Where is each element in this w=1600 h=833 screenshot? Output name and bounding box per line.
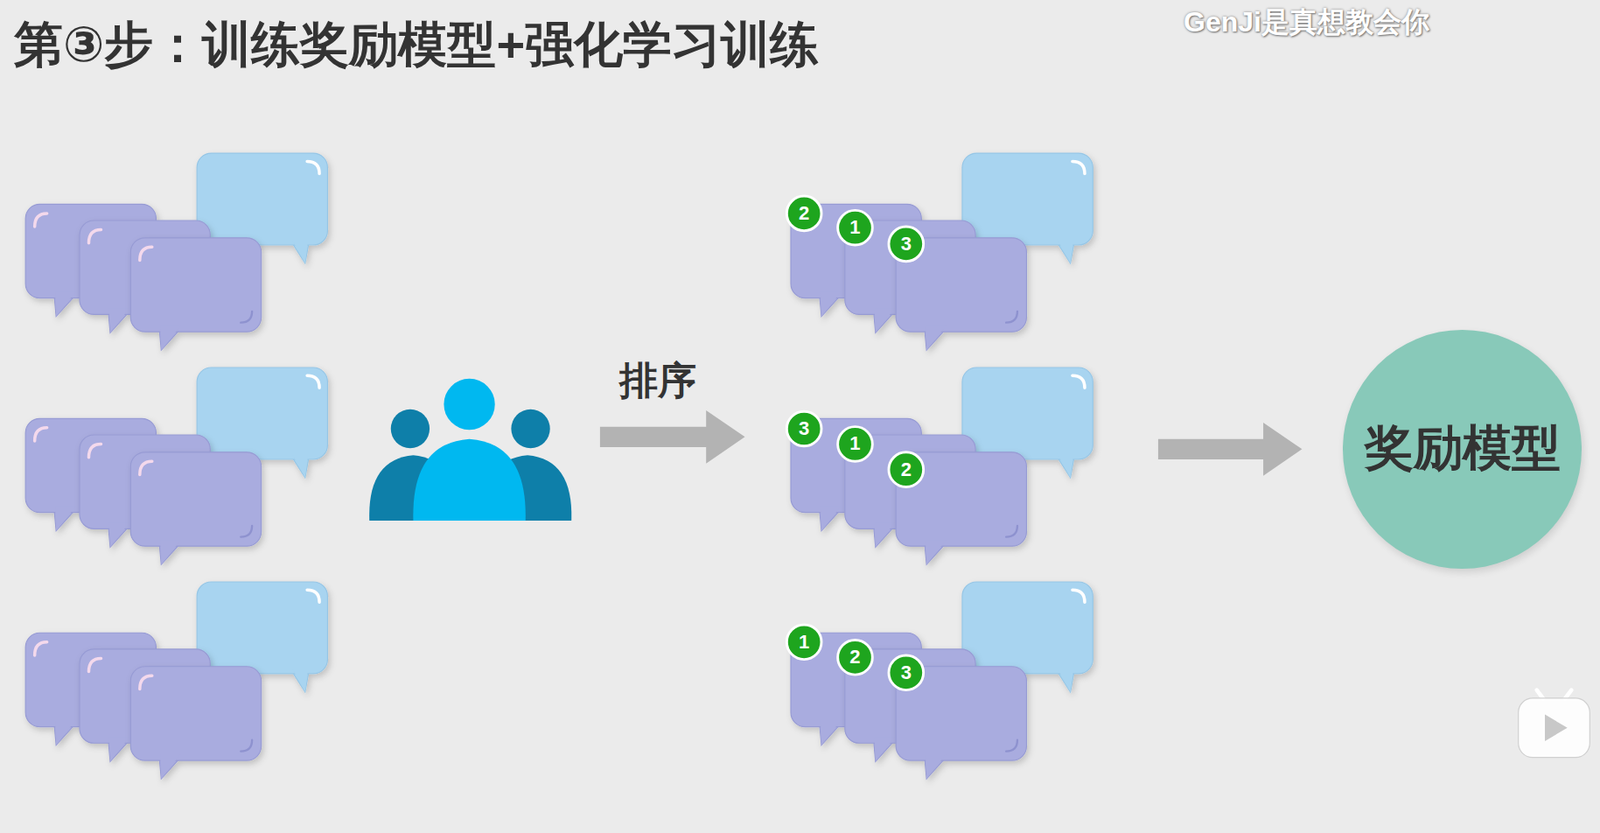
play-icon — [1518, 690, 1591, 758]
callout-number: 2 — [798, 203, 810, 224]
rank-badge — [786, 624, 822, 660]
model-circle: 奖励模型 — [1342, 329, 1582, 569]
chat-bubble — [130, 237, 261, 350]
ranking-arrow — [600, 410, 746, 464]
chat-bubble — [130, 452, 261, 565]
rank-badge — [888, 226, 924, 262]
dialogue-group — [790, 581, 1093, 779]
chat-bubble — [130, 666, 261, 779]
rank-badge — [786, 411, 822, 447]
watermark: GenJi是真想教会你 — [1183, 7, 1430, 36]
callout-number: 1 — [849, 217, 860, 238]
callout-number: 1 — [849, 433, 860, 454]
rank-badge — [888, 655, 924, 691]
dialogue-group — [790, 367, 1093, 565]
rank-badge — [786, 195, 822, 231]
people-icon — [369, 378, 572, 521]
callout-number: 3 — [901, 234, 912, 254]
arrow-label: 排序 — [619, 361, 697, 400]
rank-badge — [888, 452, 924, 488]
node-label: 奖励模型 — [1364, 415, 1561, 483]
callout-number: 3 — [901, 663, 912, 683]
callout-number: 2 — [849, 647, 860, 667]
dialogue-group — [25, 581, 328, 779]
slide-title: 第③步：训练奖励模型+强化学习训练 — [13, 12, 819, 79]
training-arrow — [1158, 422, 1302, 476]
callout-number: 3 — [798, 419, 810, 439]
callout-number: 2 — [901, 460, 912, 480]
rank-badge — [838, 209, 874, 245]
dialogue-group — [25, 153, 328, 350]
callout-number: 1 — [798, 632, 810, 652]
dialogue-group — [25, 367, 328, 565]
dialogue-group — [790, 153, 1093, 350]
rank-badges — [786, 195, 923, 691]
rank-badge — [838, 426, 874, 462]
rank-badge — [838, 639, 874, 675]
